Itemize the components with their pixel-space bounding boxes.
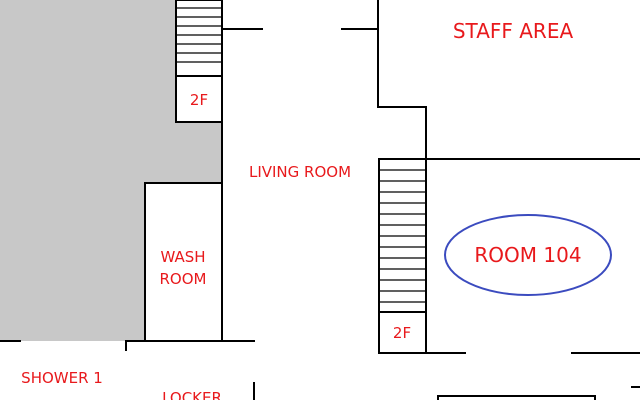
room-104-highlight	[444, 214, 612, 296]
room-label-locker[interactable]: LOCKER	[162, 389, 222, 400]
shaded-area	[0, 0, 222, 341]
upper-stair-landing	[175, 75, 223, 123]
upper-stair-floor-label: 2F	[190, 91, 208, 109]
upper-staircase-outline	[175, 0, 223, 77]
lower-staircase: 2F	[378, 158, 427, 354]
room-label-living-room[interactable]: LIVING ROOM	[249, 163, 351, 181]
room-label-wash-room-line1[interactable]: WASH	[160, 248, 205, 266]
room-label-staff-area[interactable]: STAFF AREA	[453, 19, 574, 43]
lower-stair-floor-label: 2F	[393, 324, 411, 342]
lower-stair-landing	[378, 311, 427, 354]
room-label-wash-room-line2[interactable]: ROOM	[160, 270, 207, 288]
upper-staircase: 2F	[175, 0, 223, 123]
room-label-shower[interactable]: SHOWER 1	[21, 369, 103, 387]
room-label-room-104[interactable]: ROOM 104	[474, 243, 581, 267]
